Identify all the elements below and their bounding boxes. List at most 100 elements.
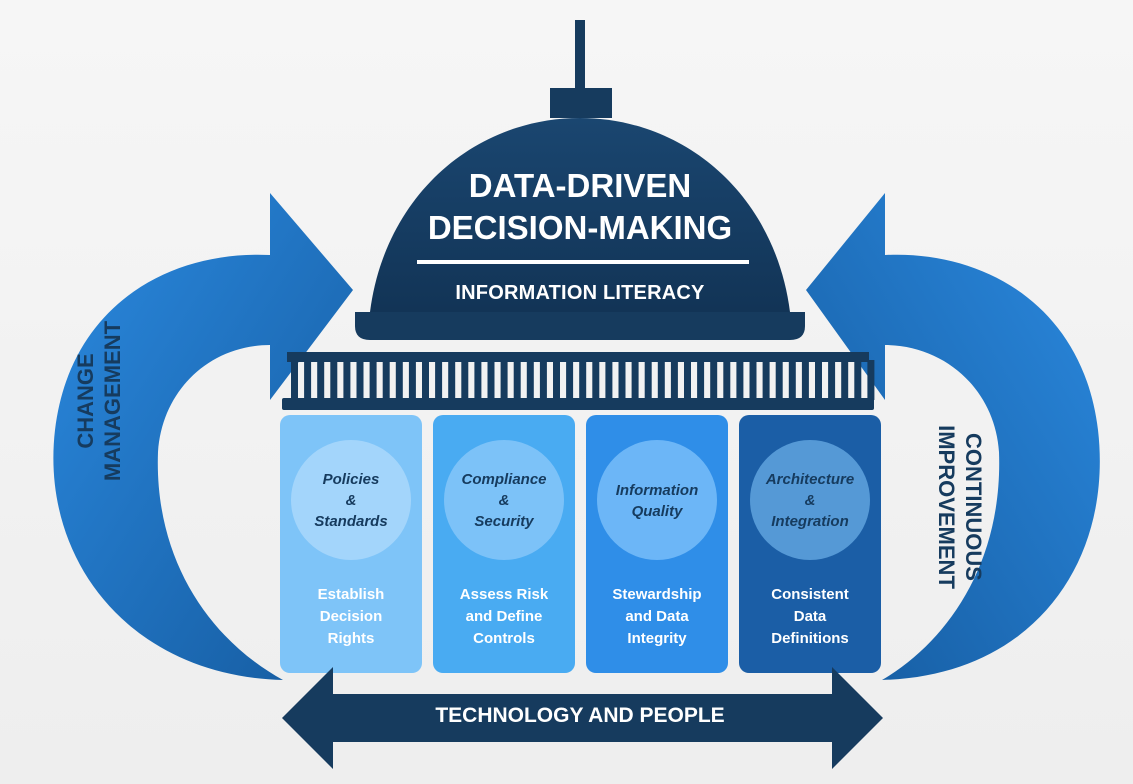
dome-lantern bbox=[550, 88, 612, 118]
circle-policies bbox=[291, 440, 411, 560]
pillar-desc-policies: Establish Decision Rights bbox=[281, 584, 421, 650]
continuous-improvement-line2: IMPROVEMENT bbox=[934, 425, 959, 589]
colonnade-column bbox=[788, 360, 796, 400]
colonnade-column bbox=[566, 360, 574, 400]
colonnade-column bbox=[775, 360, 783, 400]
circle-label-line: Integration bbox=[771, 513, 849, 530]
colonnade-column bbox=[343, 360, 351, 400]
pillar-desc-line: Stewardship bbox=[612, 586, 702, 603]
colonnade-bottom-rail bbox=[282, 398, 874, 410]
dome-spire bbox=[575, 20, 585, 92]
colonnade-column bbox=[762, 360, 770, 400]
pillar-desc-line: Rights bbox=[327, 630, 375, 647]
colonnade-column bbox=[854, 360, 862, 400]
colonnade-column bbox=[644, 360, 652, 400]
colonnade-column bbox=[592, 360, 600, 400]
pillar-desc-line: Establish bbox=[317, 586, 385, 603]
circle-label-line: & bbox=[804, 492, 816, 509]
dome-title-line2: DECISION-MAKING bbox=[427, 209, 733, 246]
colonnade-column bbox=[513, 360, 521, 400]
colonnade-column bbox=[461, 360, 469, 400]
pillar-desc-line: Consistent bbox=[771, 586, 849, 603]
colonnade-column bbox=[369, 360, 377, 400]
colonnade-column bbox=[618, 360, 626, 400]
colonnade-column bbox=[500, 360, 508, 400]
circle-label-line: Standards bbox=[314, 513, 388, 530]
colonnade-column bbox=[330, 360, 338, 400]
colonnade-column bbox=[553, 360, 560, 400]
circle-label-architecture: Architecture & Integration bbox=[745, 469, 875, 532]
circle-label-line: & bbox=[498, 492, 510, 509]
technology-people-label: TECHNOLOGY AND PEOPLE bbox=[435, 704, 725, 727]
colonnade-column bbox=[631, 360, 639, 400]
colonnade-column bbox=[291, 360, 298, 400]
colonnade-column bbox=[605, 360, 613, 400]
pillar-desc-line: Decision bbox=[319, 608, 383, 625]
colonnade-column bbox=[395, 360, 403, 400]
change-management-line1: CHANGE bbox=[73, 353, 98, 449]
pillar-desc-line: Integrity bbox=[627, 630, 687, 647]
colonnade-column bbox=[526, 360, 534, 400]
circle-label-line: Compliance bbox=[461, 471, 547, 488]
continuous-improvement-line1: CONTINUOUS bbox=[961, 433, 986, 581]
colonnade-column bbox=[487, 360, 495, 400]
colonnade-column bbox=[382, 360, 390, 400]
circle-label-line: Policies bbox=[322, 471, 380, 488]
colonnade-column bbox=[408, 360, 416, 400]
colonnade-column bbox=[448, 360, 456, 400]
circle-label-line: Quality bbox=[631, 503, 683, 520]
pillar-desc-line: and Define bbox=[465, 608, 543, 625]
change-management-line2: MANAGEMENT bbox=[100, 320, 125, 482]
pillar-desc-architecture: Consistent Data Definitions bbox=[740, 584, 880, 650]
circle-label-information-quality: Information Quality bbox=[592, 480, 722, 522]
circle-label-line: Information bbox=[615, 482, 699, 499]
dome-rim bbox=[355, 312, 805, 340]
pillar-desc-compliance: Assess Risk and Define Controls bbox=[434, 584, 574, 650]
colonnade-column bbox=[684, 360, 691, 400]
dome-title-line1: DATA-DRIVEN bbox=[468, 167, 692, 204]
pillar-desc-line: Data bbox=[793, 608, 827, 625]
colonnade-column bbox=[841, 360, 849, 400]
circle-label-line: Architecture bbox=[765, 471, 855, 488]
title-divider bbox=[417, 260, 749, 264]
continuous-improvement-arrow bbox=[806, 193, 1100, 680]
colonnade-column bbox=[723, 360, 731, 400]
colonnade-column bbox=[435, 360, 443, 400]
circle-information-quality bbox=[597, 440, 717, 560]
circle-label-line: Security bbox=[474, 513, 534, 530]
colonnade-column bbox=[697, 360, 705, 400]
colonnade-column bbox=[422, 360, 429, 400]
colonnade-column bbox=[801, 360, 809, 400]
colonnade-column bbox=[474, 360, 482, 400]
circle-label-compliance: Compliance & Security bbox=[439, 469, 569, 532]
pillar-desc-information-quality: Stewardship and Data Integrity bbox=[587, 584, 727, 650]
dome-subtitle: INFORMATION LITERACY bbox=[455, 282, 705, 304]
pillar-desc-line: Assess Risk bbox=[459, 586, 549, 603]
colonnade-column bbox=[815, 360, 822, 400]
change-management-label: CHANGE MANAGEMENT bbox=[72, 291, 126, 511]
colonnade-column bbox=[710, 360, 718, 400]
circle-label-line: & bbox=[345, 492, 357, 509]
colonnade bbox=[291, 360, 875, 400]
pillar-desc-line: Controls bbox=[473, 630, 535, 647]
colonnade-column bbox=[304, 360, 312, 400]
colonnade-column bbox=[317, 360, 325, 400]
continuous-improvement-label: CONTINUOUS IMPROVEMENT bbox=[933, 397, 987, 617]
circle-compliance bbox=[444, 440, 564, 560]
circle-architecture bbox=[750, 440, 870, 560]
colonnade-column bbox=[736, 360, 744, 400]
pillar-desc-line: Definitions bbox=[771, 630, 849, 647]
colonnade-top-rail bbox=[287, 352, 869, 362]
colonnade-column bbox=[670, 360, 678, 400]
colonnade-column bbox=[828, 360, 836, 400]
colonnade-column bbox=[867, 360, 875, 400]
colonnade-column bbox=[539, 360, 547, 400]
colonnade-column bbox=[356, 360, 364, 400]
circle-label-policies: Policies & Standards bbox=[286, 469, 416, 532]
colonnade-column bbox=[579, 360, 587, 400]
pillar-desc-line: and Data bbox=[625, 608, 689, 625]
colonnade-column bbox=[749, 360, 757, 400]
colonnade-column bbox=[657, 360, 665, 400]
change-management-arrow bbox=[53, 193, 354, 680]
